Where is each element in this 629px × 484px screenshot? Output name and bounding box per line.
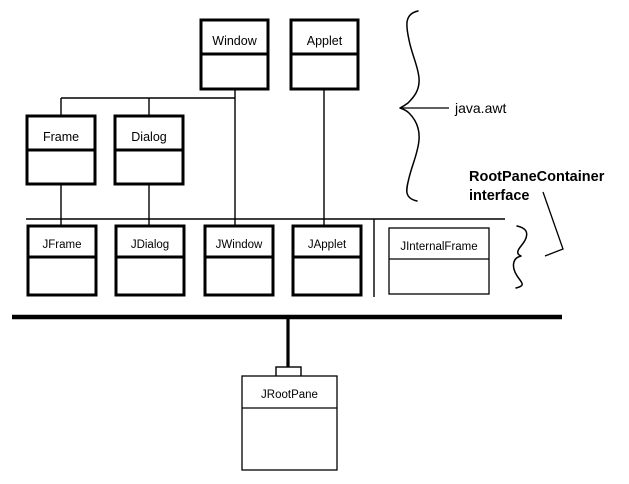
class-label-jwindow: JWindow bbox=[216, 239, 263, 251]
pointer-interface-to-brace bbox=[542, 191, 564, 257]
connector-lines bbox=[60, 89, 325, 226]
class-label-window: Window bbox=[212, 34, 257, 48]
class-box-japplet bbox=[291, 224, 363, 297]
class-box-frame bbox=[25, 114, 97, 186]
class-box-jrootpane bbox=[241, 375, 338, 471]
brace-java-awt bbox=[399, 10, 420, 202]
class-box-jwindow bbox=[203, 224, 275, 297]
class-box-dialog bbox=[113, 114, 185, 186]
class-box-jframe bbox=[26, 224, 98, 297]
class-box-jdialog bbox=[114, 224, 186, 297]
class-label-jrootpane: JRootPane bbox=[261, 389, 318, 401]
class-label-dialog: Dialog bbox=[131, 130, 166, 144]
class-label-jdialog: JDialog bbox=[131, 239, 169, 251]
class-label-jframe: JFrame bbox=[43, 239, 82, 251]
class-box-jinternalframe bbox=[388, 227, 490, 295]
class-box-window bbox=[199, 18, 270, 91]
class-box-applet bbox=[289, 18, 360, 91]
annotation-interface: interface bbox=[469, 188, 529, 204]
annotation-rootpanecontainer: RootPaneContainer bbox=[469, 169, 605, 185]
class-label-applet: Applet bbox=[307, 34, 343, 48]
class-label-jinternalframe: JInternalFrame bbox=[400, 241, 477, 253]
class-label-frame: Frame bbox=[43, 130, 79, 144]
brace-rootpanecontainer bbox=[512, 225, 528, 289]
annotation-java-awt: java.awt bbox=[454, 100, 506, 116]
class-label-japplet: JApplet bbox=[308, 239, 347, 251]
